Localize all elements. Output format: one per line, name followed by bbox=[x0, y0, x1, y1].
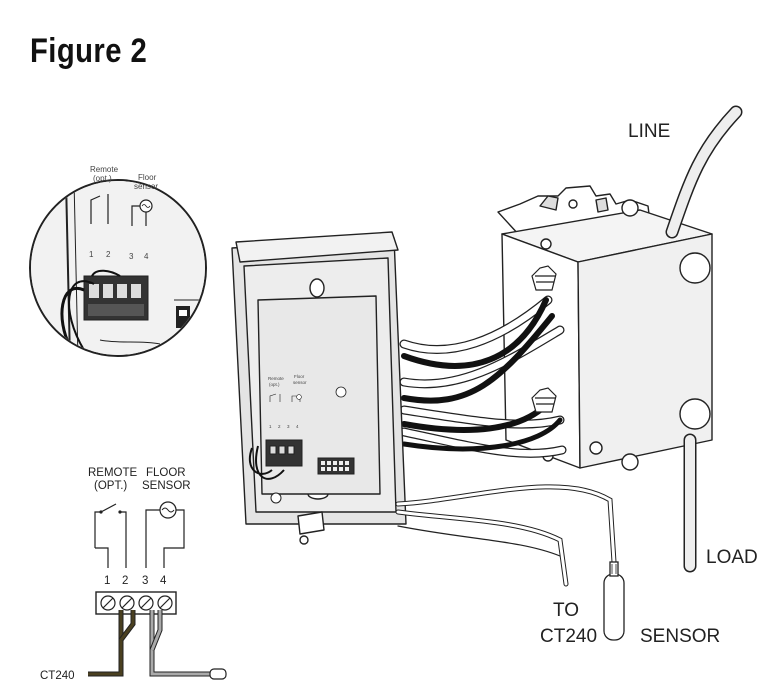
inset-floor-label: Floor bbox=[138, 173, 157, 182]
figure-title: Figure 2 bbox=[30, 32, 148, 70]
inset-remote-label: Remote bbox=[90, 165, 119, 174]
thermostat-base bbox=[231, 231, 407, 545]
schematic-terminal-4: 4 bbox=[160, 575, 167, 587]
wire-nuts bbox=[531, 265, 557, 413]
thermostat-terminal-2: 2 bbox=[278, 424, 281, 429]
thermostat-floor-label: Floor bbox=[294, 374, 305, 379]
inset-terminal-4: 4 bbox=[144, 252, 149, 261]
line-cable bbox=[665, 105, 743, 239]
schematic-remote-label: REMOTE bbox=[88, 467, 138, 479]
thermostat-panel-schematic: Remote (opt.) Floor sensor 1 2 3 4 bbox=[268, 374, 347, 429]
thermostat-terminal-3: 3 bbox=[287, 424, 290, 429]
to-label: TO bbox=[553, 600, 579, 621]
thermostat-terminal-1: 1 bbox=[269, 424, 272, 429]
sensor-label: SENSOR bbox=[640, 626, 720, 647]
inset-terminal-2: 2 bbox=[106, 250, 111, 259]
schematic-terminal-2: 2 bbox=[122, 575, 128, 587]
sensor-probe bbox=[603, 561, 625, 641]
thermostat-sensor-label: sensor bbox=[293, 380, 307, 385]
load-label: LOAD bbox=[706, 547, 758, 568]
schematic-ct240-label: CT240 bbox=[40, 670, 75, 682]
thermostat-terminal-4: 4 bbox=[296, 424, 299, 429]
inset-detail: Remote (opt.) Floor sensor 1 2 3 4 bbox=[29, 165, 207, 357]
schematic-sensor-label: SENSOR bbox=[142, 480, 191, 492]
thermostat-connector bbox=[317, 457, 355, 475]
inset-terminal-1: 1 bbox=[89, 250, 94, 259]
connection-wires bbox=[399, 295, 567, 458]
low-voltage-wires bbox=[395, 484, 617, 587]
certification-logo bbox=[335, 386, 347, 398]
schematic-remote-opt-label: (OPT.) bbox=[94, 480, 127, 492]
thermostat-remote-opt-label: (opt.) bbox=[269, 382, 280, 387]
schematic-terminal-1: 1 bbox=[104, 575, 110, 587]
terminal-schematic: REMOTE (OPT.) FLOOR SENSOR 1 2 3 4 bbox=[40, 467, 227, 682]
schematic-floor-label: FLOOR bbox=[146, 467, 186, 479]
inset-terminal-3: 3 bbox=[129, 252, 134, 261]
thermostat-remote-label: Remote bbox=[268, 376, 284, 381]
inset-sensor-label: sensor bbox=[134, 182, 158, 191]
thermostat-terminal-block bbox=[249, 439, 303, 504]
to-ct240-label: CT240 bbox=[540, 626, 597, 647]
schematic-terminal-3: 3 bbox=[142, 575, 148, 587]
line-label: LINE bbox=[628, 121, 670, 142]
junction-box bbox=[497, 185, 713, 471]
inset-remote-opt-label: (opt.) bbox=[93, 174, 112, 183]
